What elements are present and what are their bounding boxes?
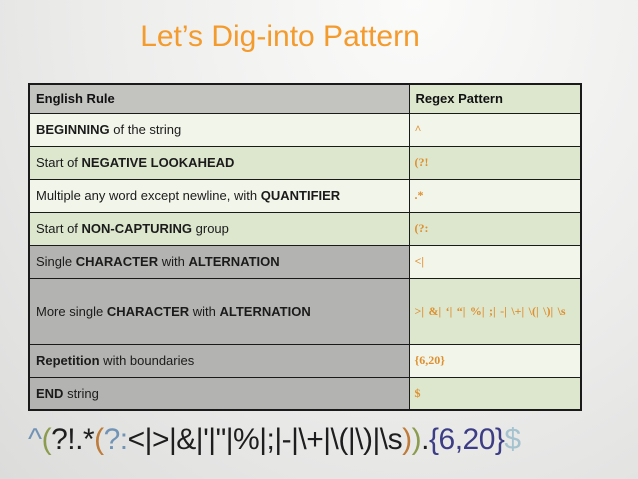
table-header-row: English Rule Regex Pattern — [28, 83, 582, 114]
rule-text: string — [63, 385, 99, 401]
table-row: BEGINNING of the string^ — [28, 112, 582, 147]
rule-cell: END string — [28, 376, 410, 411]
regex-segment: ) — [402, 423, 412, 456]
pattern-cell: (?! — [408, 145, 582, 180]
slide-title: Let’s Dig-into Pattern — [140, 20, 420, 53]
table-row: END string$ — [28, 376, 582, 411]
regex-segment: . — [421, 423, 429, 456]
rule-text: with — [189, 303, 220, 319]
table-row: Multiple any word except newline, with Q… — [28, 178, 582, 213]
rule-text-bold: END — [36, 385, 64, 401]
table-row: Single CHARACTER with ALTERNATION<| — [28, 244, 582, 279]
regex-segment: ^ — [28, 423, 42, 456]
rule-text: Start of — [36, 155, 82, 170]
rule-cell: Start of NON-CAPTURING group — [28, 211, 410, 246]
regex-segment: $ — [504, 423, 521, 456]
rule-text: of the string — [109, 122, 182, 137]
table-row: Repetition with boundaries{6,20} — [28, 343, 582, 378]
rule-text-bold: CHARACTER — [106, 303, 190, 319]
column-header-english-rule: English Rule — [28, 83, 410, 114]
rule-text-bold: QUANTIFIER — [260, 188, 341, 203]
rule-cell: Start of NEGATIVE LOOKAHEAD — [28, 145, 410, 180]
rule-text-bold: NEGATIVE LOOKAHEAD — [81, 155, 235, 170]
pattern-cell: .* — [408, 178, 582, 213]
regex-segment: ( — [41, 423, 52, 456]
pattern-cell: (?: — [408, 211, 582, 246]
rule-cell: More single CHARACTER with ALTERNATION — [28, 277, 410, 345]
rule-cell: Single CHARACTER with ALTERNATION — [28, 244, 410, 279]
regex-segment: <|>|&|'|"|%|;|-|\+|\(|\)|\s — [127, 423, 403, 456]
rule-text: Multiple any word except newline, with — [36, 188, 261, 203]
rule-text: Start of — [36, 221, 82, 236]
table-row: More single CHARACTER with ALTERNATION>|… — [28, 277, 582, 345]
column-header-regex-pattern: Regex Pattern — [408, 83, 582, 114]
regex-segment: ) — [411, 423, 422, 456]
table-row: Start of NEGATIVE LOOKAHEAD(?! — [28, 145, 582, 180]
pattern-cell: >| &| ‘| “| %| ;| -| \+| \(| \)| \s — [408, 277, 582, 345]
regex-segment: ( — [94, 423, 104, 456]
regex-segment: {6,20} — [428, 423, 505, 456]
pattern-cell: $ — [408, 376, 582, 411]
rule-text-bold: Repetition — [36, 353, 100, 368]
rule-text: Single — [36, 254, 76, 269]
pattern-cell: {6,20} — [408, 343, 582, 378]
table-body: BEGINNING of the string^Start of NEGATIV… — [28, 112, 582, 411]
pattern-cell: <| — [408, 244, 582, 279]
regex-table: English Rule Regex Pattern BEGINNING of … — [28, 83, 582, 411]
rule-text-bold: ALTERNATION — [188, 254, 280, 269]
rule-text-bold: NON-CAPTURING — [81, 221, 193, 236]
rule-cell: Multiple any word except newline, with Q… — [28, 178, 410, 213]
rule-text-bold: BEGINNING — [36, 122, 110, 137]
rule-text-bold: CHARACTER — [75, 254, 159, 269]
full-regex-line: ^(?!.*(?:<|>|&|'|"|%|;|-|\+|\(|\)|\s)).{… — [28, 423, 521, 457]
rule-text: with — [158, 254, 189, 269]
rule-text-bold: ALTERNATION — [219, 303, 311, 319]
rule-text: group — [192, 221, 229, 236]
pattern-cell: ^ — [408, 112, 582, 147]
rule-text: with boundaries — [99, 353, 195, 368]
table-row: Start of NON-CAPTURING group(?: — [28, 211, 582, 246]
rule-text: More single — [36, 303, 107, 319]
regex-segment: ?: — [103, 423, 129, 456]
rule-cell: Repetition with boundaries — [28, 343, 410, 378]
regex-segment: ?!.* — [51, 423, 95, 456]
rule-cell: BEGINNING of the string — [28, 112, 410, 147]
